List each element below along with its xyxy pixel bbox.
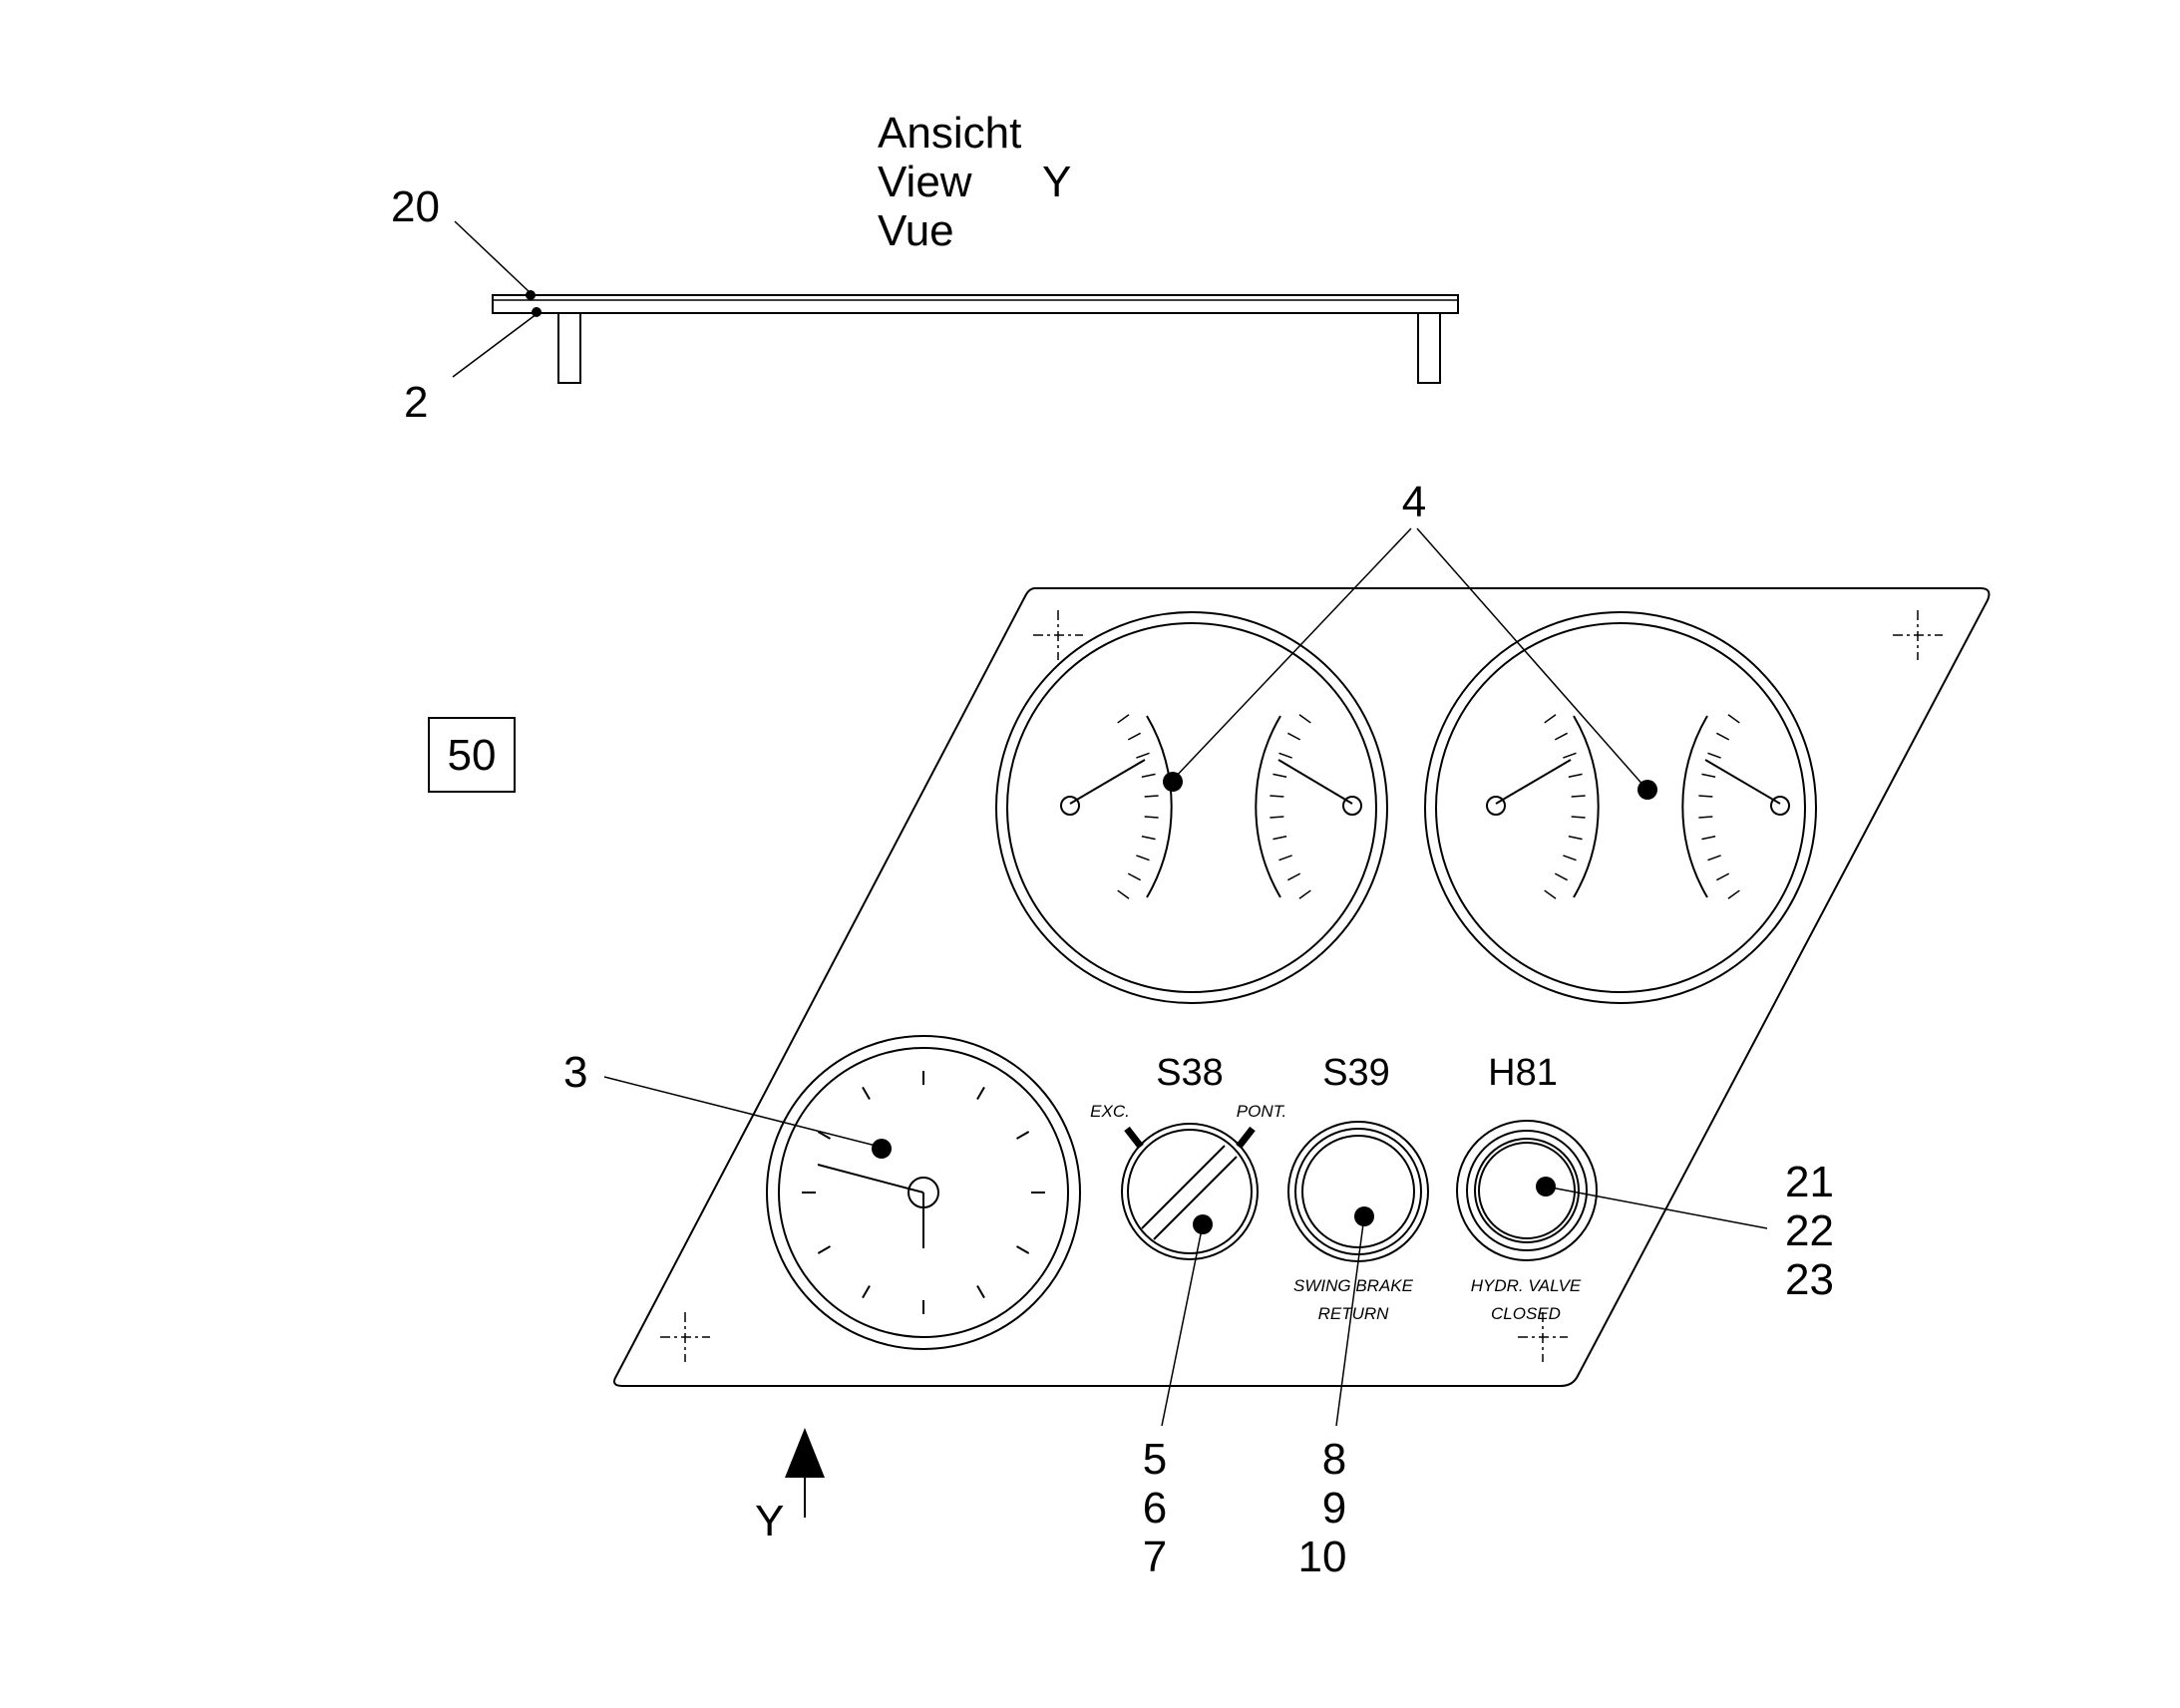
switch-h81-ref-22: 22: [1785, 1206, 1834, 1255]
scale-tick: [1563, 854, 1577, 861]
switch-h81-text-2: CLOSED: [1491, 1304, 1561, 1323]
switch-s39-ref-10: 10: [1298, 1533, 1347, 1581]
crosshair-bottom-left: [660, 1312, 710, 1362]
indicator-h81-lamp: [1456, 1120, 1598, 1261]
scale-tick: [1141, 773, 1156, 779]
switch-s38-left-text: EXC.: [1090, 1102, 1130, 1121]
crosshair-bottom-right: [1518, 1312, 1568, 1362]
title-vue: Vue: [878, 206, 954, 255]
scale-tick: [1117, 889, 1130, 899]
scale-tick: [1568, 835, 1583, 841]
switch-s39-text-1: SWING BRAKE: [1293, 1276, 1414, 1295]
scale-tick: [1144, 795, 1159, 798]
switch-s39-text-2: RETURN: [1318, 1304, 1390, 1323]
scale-tick: [1698, 795, 1713, 798]
crosshair-top-right: [1893, 610, 1943, 660]
side-view: [452, 220, 1459, 384]
switch-h81-ref-23: 23: [1785, 1255, 1834, 1304]
scale-tick: [1701, 835, 1716, 841]
clock-tick: [817, 1245, 831, 1254]
title-view: View: [878, 158, 972, 206]
figure-number: 50: [448, 731, 497, 780]
view-direction-arrow: [785, 1428, 825, 1518]
arrow-label-y: Y: [755, 1497, 784, 1545]
scale-tick: [1698, 816, 1713, 819]
scale-tick: [1272, 835, 1287, 841]
scale-tick: [1127, 872, 1141, 881]
instrument-panel: [613, 587, 1991, 1387]
clock-gauge: [766, 1035, 1081, 1350]
scale-tick: [1298, 889, 1311, 899]
scale-tick: [1716, 732, 1730, 741]
title-ansicht: Ansicht: [878, 109, 1021, 158]
dual-gauge-left: [995, 611, 1388, 1004]
crosshair-top-left: [1033, 610, 1083, 660]
switch-s39-ref-9: 9: [1322, 1484, 1346, 1533]
clock-tick: [862, 1285, 871, 1299]
label-20: 20: [391, 182, 440, 231]
side-view-leg-left: [557, 312, 581, 384]
scale-tick: [1707, 752, 1721, 759]
clock-tick: [817, 1131, 831, 1140]
scale-tick: [1298, 714, 1311, 724]
scale-tick: [1270, 795, 1284, 798]
scale-tick: [1544, 889, 1557, 899]
switch-s38-right-text: PONT.: [1237, 1102, 1286, 1121]
switch-s39-ref-8: 8: [1322, 1435, 1346, 1484]
switch-s38-ref-6: 6: [1143, 1484, 1167, 1533]
scale-tick: [1136, 854, 1150, 861]
switch-s38[interactable]: [1121, 1123, 1259, 1260]
scale-tick: [1571, 795, 1586, 798]
scale-tick: [1144, 816, 1159, 819]
scale-tick: [1287, 732, 1301, 741]
title-letter: Y: [1042, 158, 1071, 206]
scale-tick: [1707, 854, 1721, 861]
scale-tick: [1272, 773, 1287, 779]
switch-s39-code: S39: [1322, 1052, 1390, 1094]
scale-tick: [1278, 854, 1292, 861]
scale-tick: [1554, 732, 1568, 741]
dual-gauge-right: [1424, 611, 1817, 1004]
clock-tick: [976, 1086, 985, 1100]
clock-tick: [1016, 1131, 1030, 1140]
switch-h81-ref-21: 21: [1785, 1158, 1834, 1206]
label-3: 3: [563, 1048, 587, 1097]
scale-tick: [1270, 816, 1284, 819]
switch-s38-ref-7: 7: [1143, 1533, 1167, 1581]
label-2: 2: [404, 378, 428, 427]
scale-tick: [1727, 889, 1740, 899]
side-view-plate: [492, 294, 1459, 314]
scale-tick: [1544, 714, 1557, 724]
scale-tick: [1287, 872, 1301, 881]
switch-h81-code: H81: [1488, 1052, 1558, 1094]
scale-tick: [1127, 732, 1141, 741]
scale-tick: [1141, 835, 1156, 841]
switch-s38-ref-5: 5: [1143, 1435, 1167, 1484]
switch-s38-code: S38: [1156, 1052, 1224, 1094]
clock-tick: [862, 1086, 871, 1100]
figure-number-box: [428, 717, 516, 793]
switch-h81-text-1: HYDR. VALVE: [1471, 1276, 1582, 1295]
scale-tick: [1136, 752, 1150, 759]
side-view-leg-right: [1417, 312, 1441, 384]
scale-tick: [1716, 872, 1730, 881]
scale-tick: [1278, 752, 1292, 759]
scale-tick: [1727, 714, 1740, 724]
switch-s39-button[interactable]: [1287, 1121, 1429, 1262]
scale-tick: [1701, 773, 1716, 779]
scale-tick: [1571, 816, 1586, 819]
clock-tick: [1016, 1245, 1030, 1254]
label-4: 4: [1402, 478, 1426, 526]
clock-tick: [976, 1285, 985, 1299]
scale-tick: [1117, 714, 1130, 724]
scale-tick: [1568, 773, 1583, 779]
scale-tick: [1563, 752, 1577, 759]
scale-tick: [1554, 872, 1568, 881]
